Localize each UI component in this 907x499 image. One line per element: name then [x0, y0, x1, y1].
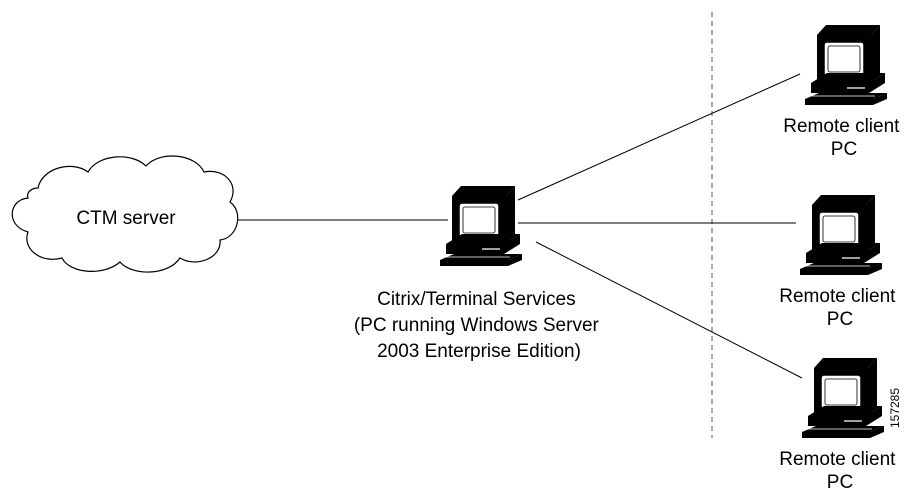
connector-server-client-1 [517, 73, 801, 201]
client-3-label: Remote client PC [779, 449, 900, 493]
client-1-label: Remote client PC [783, 116, 904, 160]
client-2-label-line-1: Remote client [779, 286, 896, 307]
client-1-computer-icon [804, 24, 888, 106]
figure-id: 157285 [888, 388, 902, 428]
client-3-label-line-2: PC [827, 472, 853, 493]
cloud-icon [11, 155, 239, 273]
cloud-label: CTM server [76, 208, 176, 229]
connector-server-client-3 [535, 241, 803, 379]
server-label-line-2: (PC running Windows Server [354, 315, 600, 336]
client-1-label-line-2: PC [831, 139, 857, 160]
client-2-label-line-2: PC [827, 309, 853, 330]
server-label-line-3: 2003 Enterprise Edition) [377, 341, 581, 362]
client-1-label-line-1: Remote client [783, 116, 900, 137]
client-3-label-line-1: Remote client [779, 449, 896, 470]
server-label-line-1: Citrix/Terminal Services [377, 289, 575, 310]
client-3-computer-icon [801, 357, 885, 439]
client-2-computer-icon [799, 194, 883, 276]
server-label: Citrix/Terminal Services (PC running Win… [354, 289, 604, 362]
client-2-label: Remote client PC [779, 286, 900, 330]
server-computer-icon [439, 185, 523, 267]
